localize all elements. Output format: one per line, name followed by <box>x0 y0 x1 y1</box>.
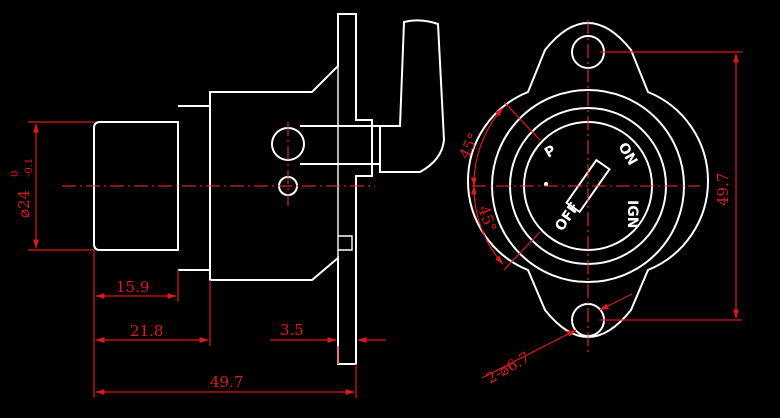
position-dot <box>544 182 548 186</box>
angle-arc-upper <box>470 107 504 187</box>
angle-arc-lower <box>470 185 504 265</box>
angle-ext-upper <box>503 101 541 141</box>
label-ign: IGN <box>624 200 640 228</box>
dim-49-7-h-text: 49.7 <box>210 373 243 391</box>
key-slot-rect <box>565 158 611 214</box>
angle-ext-lower <box>503 231 541 271</box>
dia-tol-upper: 0 <box>10 171 21 177</box>
holes-text: 2-⌀6.7 <box>483 348 533 387</box>
side-dimensions: ⌀24 0 -0.1 15.9 21.8 3.5 49.7 <box>10 121 386 398</box>
housing-outline <box>209 13 373 365</box>
dia-tol-lower: -0.1 <box>24 158 35 177</box>
holes-leader <box>481 329 577 379</box>
holes-leader-far <box>599 293 633 311</box>
dia-main-text: ⌀24 <box>15 190 33 218</box>
dim-3-5-text: 3.5 <box>280 321 304 339</box>
side-notch <box>338 235 353 251</box>
lever-arm <box>300 125 381 165</box>
key-slot <box>565 158 611 214</box>
flange-outline <box>466 22 710 338</box>
dim-21-8-text: 21.8 <box>130 322 163 340</box>
barrel-outline <box>93 121 179 251</box>
label-off: OFF <box>552 200 583 235</box>
upper-bracket <box>379 19 446 173</box>
label-p: P <box>542 142 559 161</box>
angle-lower-text: 45° <box>474 203 500 234</box>
dim-49-7-v-text: 49.7 <box>714 173 732 206</box>
dim-15-9-text: 15.9 <box>116 278 149 296</box>
front-view: P OFF IGN ON <box>466 20 710 356</box>
middle-body <box>178 105 211 271</box>
side-view <box>62 13 446 365</box>
